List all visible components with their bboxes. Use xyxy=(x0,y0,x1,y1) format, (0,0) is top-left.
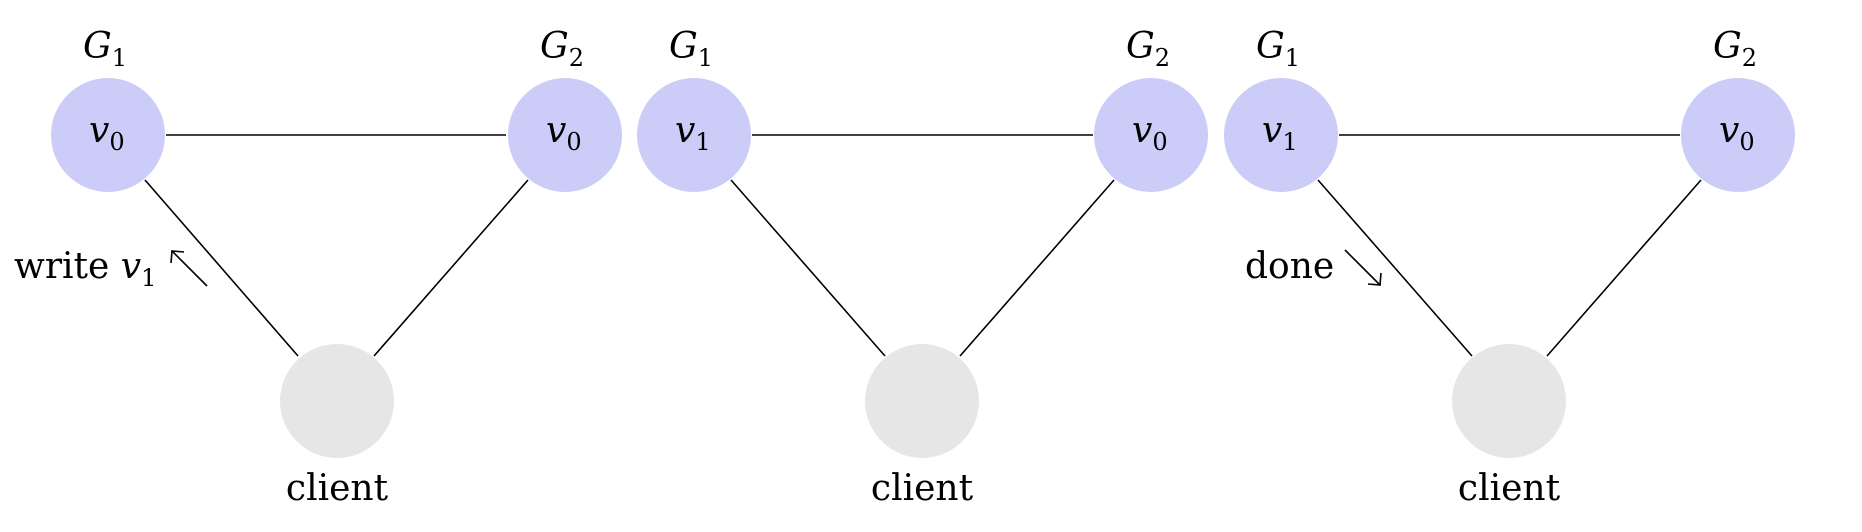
arrow-up-left-icon xyxy=(170,250,208,287)
message-label: write v1 xyxy=(14,246,156,292)
g1-label: G1 xyxy=(83,26,127,72)
edge-g1-client xyxy=(1317,179,1473,357)
edge-g2-client xyxy=(959,179,1115,357)
message-label: done xyxy=(1245,246,1334,287)
g1-value: v1 xyxy=(675,110,711,156)
arrow-down-right-icon xyxy=(1344,249,1382,286)
edge-g2-client xyxy=(1546,179,1702,357)
panel-3: G1 G2 v1 v0 client done xyxy=(1224,26,1795,509)
g1-value: v0 xyxy=(89,110,125,156)
panel-1: G1 G2 v0 v0 client write v1 xyxy=(14,26,622,509)
g2-value: v0 xyxy=(546,110,582,156)
g2-label: G2 xyxy=(1126,26,1170,72)
server-node-g2 xyxy=(508,78,622,192)
server-node-g2 xyxy=(1681,78,1795,192)
client-label: client xyxy=(1458,468,1561,509)
g2-value: v0 xyxy=(1719,110,1755,156)
server-node-g1 xyxy=(1224,78,1338,192)
edge-g1-client xyxy=(730,179,886,357)
g2-label: G2 xyxy=(540,26,584,72)
server-node-g1 xyxy=(51,78,165,192)
g2-value: v0 xyxy=(1132,110,1168,156)
server-node-g1 xyxy=(637,78,751,192)
client-label: client xyxy=(871,468,974,509)
g2-label: G2 xyxy=(1713,26,1757,72)
client-node xyxy=(1452,344,1566,458)
edge-g1-client xyxy=(144,179,299,357)
server-node-g2 xyxy=(1094,78,1208,192)
client-node xyxy=(280,344,394,458)
g1-label: G1 xyxy=(669,26,713,72)
edge-g2-client xyxy=(373,179,529,357)
client-node xyxy=(865,344,979,458)
g1-label: G1 xyxy=(1256,26,1300,72)
client-label: client xyxy=(286,468,389,509)
g1-value: v1 xyxy=(1262,110,1298,156)
panel-2: G1 G2 v1 v0 client xyxy=(637,26,1208,509)
